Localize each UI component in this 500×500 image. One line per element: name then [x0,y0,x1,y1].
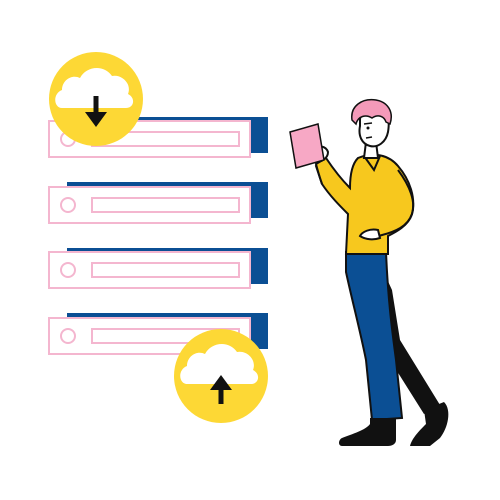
rack-slot [91,197,240,213]
cloud-shape [180,343,259,384]
rack-led [60,197,76,213]
hip-arm [377,169,415,237]
document-icon [289,123,325,169]
rack-led [60,328,76,344]
server-rack-list [48,117,268,355]
person-figure [289,98,449,446]
hair [351,98,392,126]
mouth [365,136,373,139]
cloud-download-icon [49,52,143,146]
eye [366,126,370,130]
raised-arm [314,157,327,185]
cloud-upload-icon [174,329,268,423]
download-arrow-head [85,112,107,127]
server-rack-3 [48,248,268,289]
rack-slot [91,262,240,278]
shirt [314,153,415,255]
cloud-shape [55,67,134,108]
server-rack-2 [48,182,268,224]
head [351,98,392,148]
hip-hand [358,228,382,241]
upload-arrow-head [210,375,232,390]
collar [363,155,381,173]
rack-led [60,262,76,278]
front-shoe [339,418,396,446]
eyebrow [363,122,373,125]
pants [345,251,404,422]
back-shoe [410,402,449,446]
